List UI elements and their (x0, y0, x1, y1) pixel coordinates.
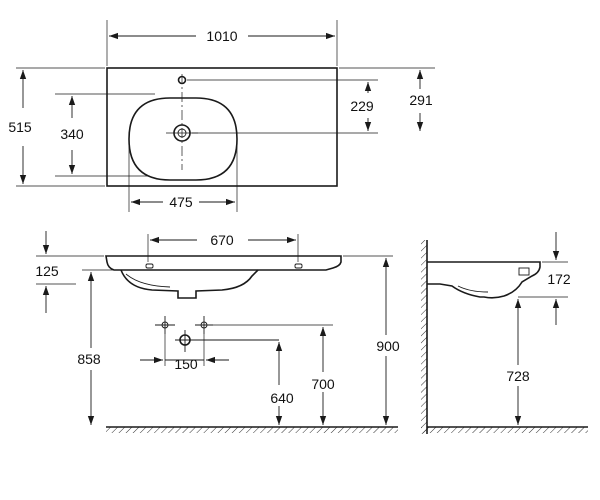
side-basin (427, 261, 541, 299)
side-floor-hatch (421, 427, 588, 433)
dim-drain-height: 700 (311, 376, 335, 392)
supply-right-symbol (200, 321, 208, 329)
dim-side-rim-height: 172 (547, 271, 571, 287)
dim-side-bottom-to-floor: 728 (506, 368, 530, 384)
dim-top-width: 1010 (206, 28, 237, 44)
dim-bowl-width: 475 (169, 194, 193, 210)
front-top (105, 255, 342, 271)
top-view-outline (106, 67, 338, 187)
front-view: 670 125 858 150 640 (35, 231, 400, 433)
tap-hole-left (145, 263, 154, 269)
top-view: 1010 515 340 229 291 475 (8, 20, 435, 212)
dim-tap-to-edge: 291 (409, 92, 433, 108)
floor-hatch (106, 427, 398, 433)
side-view: 172 728 (421, 232, 588, 434)
bowl-outline (128, 97, 238, 181)
dim-top-height: 900 (376, 338, 400, 354)
dim-bottom-to-floor: 858 (77, 351, 101, 367)
dim-supply-height: 640 (270, 390, 294, 406)
dim-supply-spacing: 150 (174, 356, 198, 372)
tap-hole-right (294, 263, 303, 269)
front-basin (120, 269, 259, 299)
dim-tap-to-drain: 229 (350, 98, 374, 114)
dim-tap-holes-spacing: 670 (210, 232, 234, 248)
dim-bowl-depth: 340 (60, 126, 84, 142)
dim-rim-height: 125 (35, 263, 59, 279)
supply-left-symbol (161, 321, 169, 329)
dim-top-depth: 515 (8, 119, 32, 135)
wall-hatch (421, 240, 427, 434)
